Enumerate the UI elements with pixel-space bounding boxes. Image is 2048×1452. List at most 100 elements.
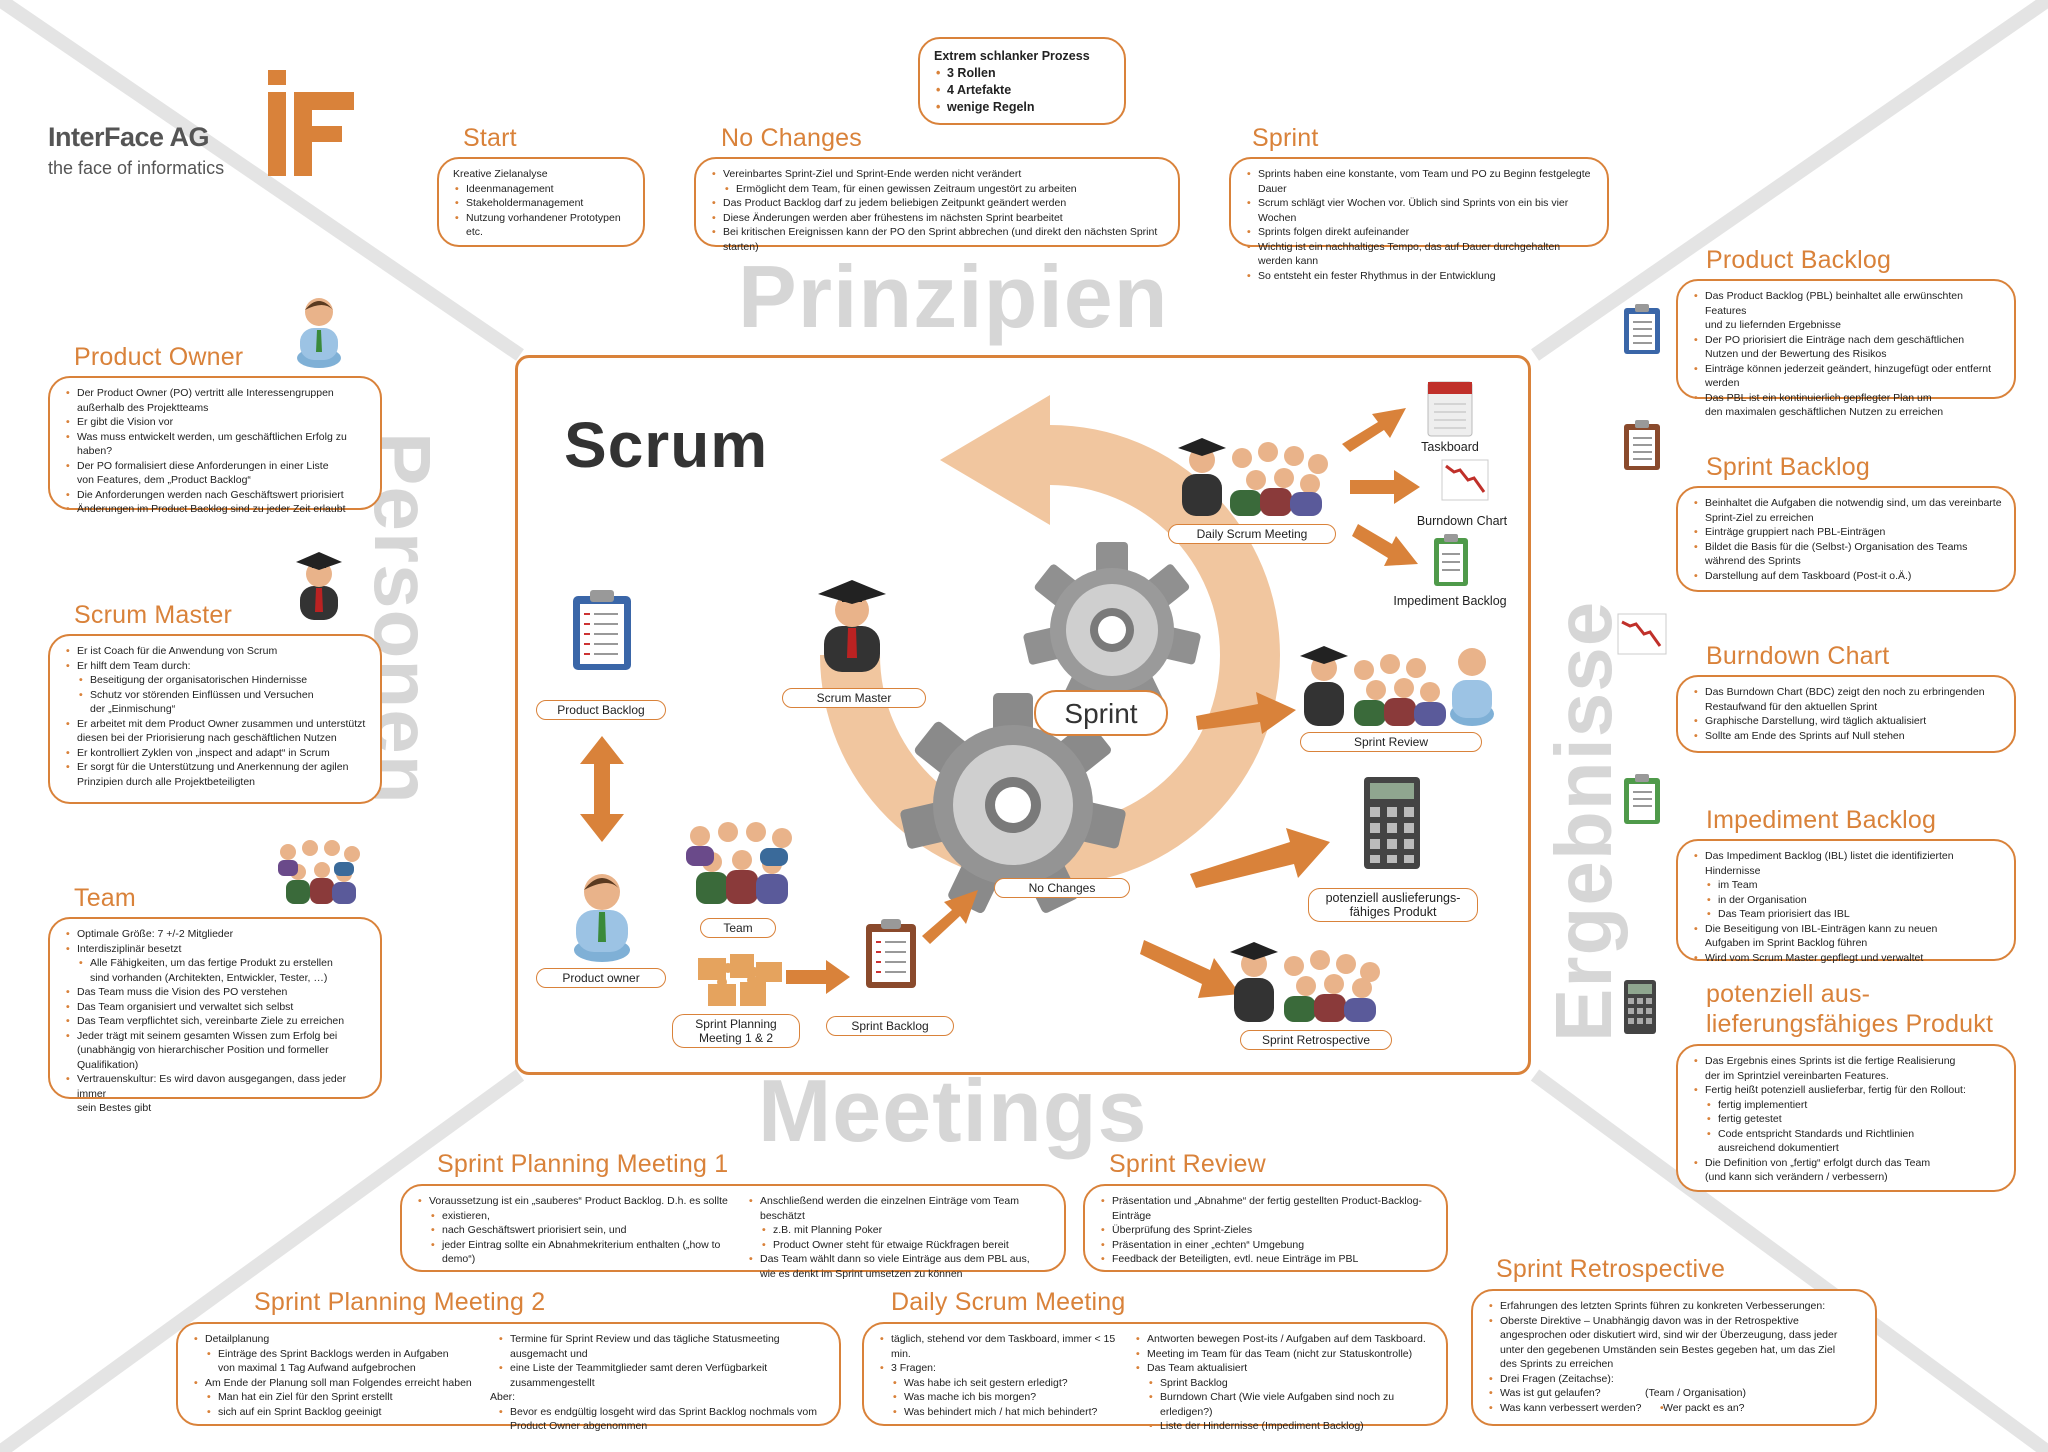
list-item: Das Team priorisiert das IBL — [1692, 907, 2002, 922]
list-item: Alle Fähigkeiten, um das fertige Produkt… — [64, 956, 368, 971]
spm1-heading: Sprint Planning Meeting 1 — [437, 1150, 729, 1178]
list-item: Diese Änderungen werden aber frühestens … — [710, 211, 1166, 226]
list-item: Sprint Backlog — [1134, 1376, 1446, 1391]
chart-icon — [1617, 613, 1667, 655]
list-item: Aufgaben im Sprint Backlog führen — [1705, 937, 1868, 949]
group-icon — [1178, 438, 1328, 516]
group-icon — [1300, 646, 1494, 726]
daily-scrum-tag: Daily Scrum Meeting — [1168, 524, 1336, 544]
list-item: Aber: — [490, 1391, 516, 1403]
list-item: (Team / Organisation) — [1645, 1387, 1746, 1399]
product-backlog-box: Das Product Backlog (PBL) beinhaltet all… — [1676, 279, 2016, 418]
list-item: Das Product Backlog darf zu jedem belieb… — [710, 196, 1166, 211]
company-name: InterFace AG — [48, 122, 210, 152]
list-item: des Sprints zu erreichen — [1500, 1358, 1614, 1370]
list-item: im Team — [1692, 878, 2002, 893]
list-item: Ermöglicht dem Team, für einen gewissen … — [710, 182, 1166, 197]
gear-icon — [900, 693, 1126, 913]
list-item: Er ist Coach für die Anwendung von Scrum — [64, 644, 368, 659]
list-item: sich auf ein Sprint Backlog geeinigt — [192, 1405, 492, 1420]
product-owner-box: Der Product Owner (PO) vertritt alle Int… — [48, 376, 382, 516]
list-item: Der PO formalisiert diese Anforderungen … — [64, 459, 368, 474]
list-item: wie es denkt im Sprint umsetzen zu könne… — [760, 1267, 963, 1280]
calculator-icon — [1624, 980, 1656, 1034]
company-tagline: the face of informatics — [48, 158, 225, 178]
list-item: diesen bei der Priorisierung nach geschä… — [77, 732, 337, 744]
list-item: Vertrauenskultur: Es wird davon ausgegan… — [64, 1072, 368, 1101]
scrum-master-box: Er ist Coach für die Anwendung von Scrum… — [48, 634, 382, 804]
sprint-backlog-tag: Sprint Backlog — [826, 1016, 954, 1036]
list-item: Nutzung vorhandener Prototypen etc. — [453, 211, 631, 240]
burndown-chart-heading: Burndown Chart — [1706, 642, 1890, 670]
impediment-label: Impediment Backlog — [1393, 594, 1507, 608]
impediment-backlog-box: Das Impediment Backlog (IBL) listet die … — [1676, 839, 2016, 965]
list-item: Sprints haben eine konstante, vom Team u… — [1245, 167, 1595, 196]
arrow-icon — [1196, 692, 1296, 734]
list-item: Das PBL ist ein kontinuierlich gepflegte… — [1692, 391, 2002, 406]
arrow-icon — [922, 890, 978, 944]
list-item: Bei kritischen Ereignissen kann der PO d… — [710, 225, 1166, 254]
label-ergebnisse: Ergebnisse — [1539, 600, 1628, 1042]
chart-icon — [1441, 459, 1489, 501]
list-item: Meeting im Team für das Team (nicht zur … — [1134, 1347, 1446, 1362]
calculator-icon — [1364, 777, 1420, 869]
list-item: Vereinbartes Sprint-Ziel und Sprint-Ende… — [710, 167, 1166, 182]
list-item: Graphische Darstellung, wird täglich akt… — [1692, 714, 2002, 729]
retro-tag: Sprint Retrospective — [1240, 1030, 1392, 1050]
list-item: Antworten bewegen Post-its / Aufgaben au… — [1134, 1332, 1446, 1347]
list-item: Darstellung auf dem Taskboard (Post-it o… — [1692, 569, 2002, 584]
list-item: Jeder trägt mit seinem gesamten Wissen z… — [64, 1029, 368, 1044]
list-item: den maximalen geschäftlichen Nutzen zu e… — [1705, 406, 1944, 418]
produkt-tag-line-1: potenziell auslieferungs- — [1325, 891, 1461, 905]
list-item: Code entspricht Standards und Richtlinie… — [1692, 1127, 2002, 1142]
list-item: (unabhängig von hierarchischer Position … — [77, 1044, 329, 1071]
list-item: Nutzen und der Bewertung des Risikos — [1705, 348, 1887, 360]
list-item: Was kann verbessert werden? — [1487, 1401, 1863, 1416]
scrum-master-heading: Scrum Master — [74, 601, 232, 629]
list-item: Restaufwand für den aktuellen Sprint — [1705, 700, 1878, 713]
list-item: Sollte am Ende des Sprints auf Null steh… — [1692, 729, 2002, 744]
list-item: Präsentation in einer „echten“ Umgebung — [1099, 1238, 1434, 1253]
group-icon — [278, 840, 360, 904]
list-item: Was behindert mich / hat mich behindert? — [878, 1405, 1128, 1420]
list-item: 3 Rollen — [934, 65, 1110, 82]
list-item: Wer packt es an? — [1645, 1401, 1746, 1416]
list-item: eine Liste der Teammitglieder samt deren… — [484, 1361, 836, 1390]
label-meetings: Meetings — [758, 1061, 1148, 1160]
arrow-icon — [1342, 408, 1406, 452]
team-tag: Team — [700, 918, 776, 938]
list-item: Einträge gruppiert nach PBL-Einträgen — [1692, 525, 2002, 540]
list-item: Schutz vor störenden Einflüssen und Vers… — [64, 688, 368, 703]
list-item: Optimale Größe: 7 +/-2 Mitglieder — [64, 927, 368, 942]
scrum-master-tag: Scrum Master — [782, 688, 926, 708]
list-item: Bildet die Basis für die (Selbst-) Organ… — [1692, 540, 2002, 555]
process-summary-box: Extrem schlanker Prozess 3 Rollen 4 Arte… — [918, 37, 1126, 125]
sprint-backlog-heading: Sprint Backlog — [1706, 453, 1870, 481]
sprint-planning-tag-line-1: Sprint Planning — [695, 1017, 777, 1031]
list-item: Feedback der Beteiligten, evtl. neue Ein… — [1099, 1252, 1434, 1267]
list-item: Beinhaltet die Aufgaben die notwendig si… — [1692, 496, 2002, 511]
list-item: Liste der Hindernisse (Impediment Backlo… — [1134, 1419, 1446, 1434]
list-item: Er arbeitet mit dem Product Owner zusamm… — [64, 717, 368, 732]
arrow-icon — [786, 960, 850, 994]
list-item: Das Ergebnis eines Sprints ist die ferti… — [1692, 1054, 2002, 1069]
list-item: der „Einmischung“ — [90, 703, 176, 715]
puzzle-icon — [698, 954, 782, 1006]
list-item: Was muss entwickelt werden, um geschäftl… — [64, 430, 368, 459]
clipboard-icon — [573, 590, 631, 670]
list-item: Termine für Sprint Review und das täglic… — [484, 1332, 836, 1361]
label-prinzipien: Prinzipien — [738, 247, 1169, 346]
list-item: von Features, dem „Product Backlog“ — [77, 474, 251, 486]
list-item: Das Burndown Chart (BDC) zeigt den noch … — [1692, 685, 2002, 700]
list-item: Drei Fragen (Zeitachse): — [1487, 1372, 1863, 1387]
arrow-icon — [1190, 828, 1330, 888]
list-item: Was ist gut gelaufen? — [1487, 1386, 1863, 1401]
team-heading: Team — [74, 884, 136, 912]
produkt-tag: potenziell auslieferungs- fähiges Produk… — [1308, 888, 1478, 922]
impediment-backlog-heading: Impediment Backlog — [1706, 806, 1937, 834]
list-item: Was habe ich seit gestern erledigt? — [878, 1376, 1128, 1391]
no-changes-heading: No Changes — [721, 124, 862, 152]
arrow-icon — [580, 736, 624, 842]
list-item: Stakeholdermanagement — [453, 196, 631, 211]
